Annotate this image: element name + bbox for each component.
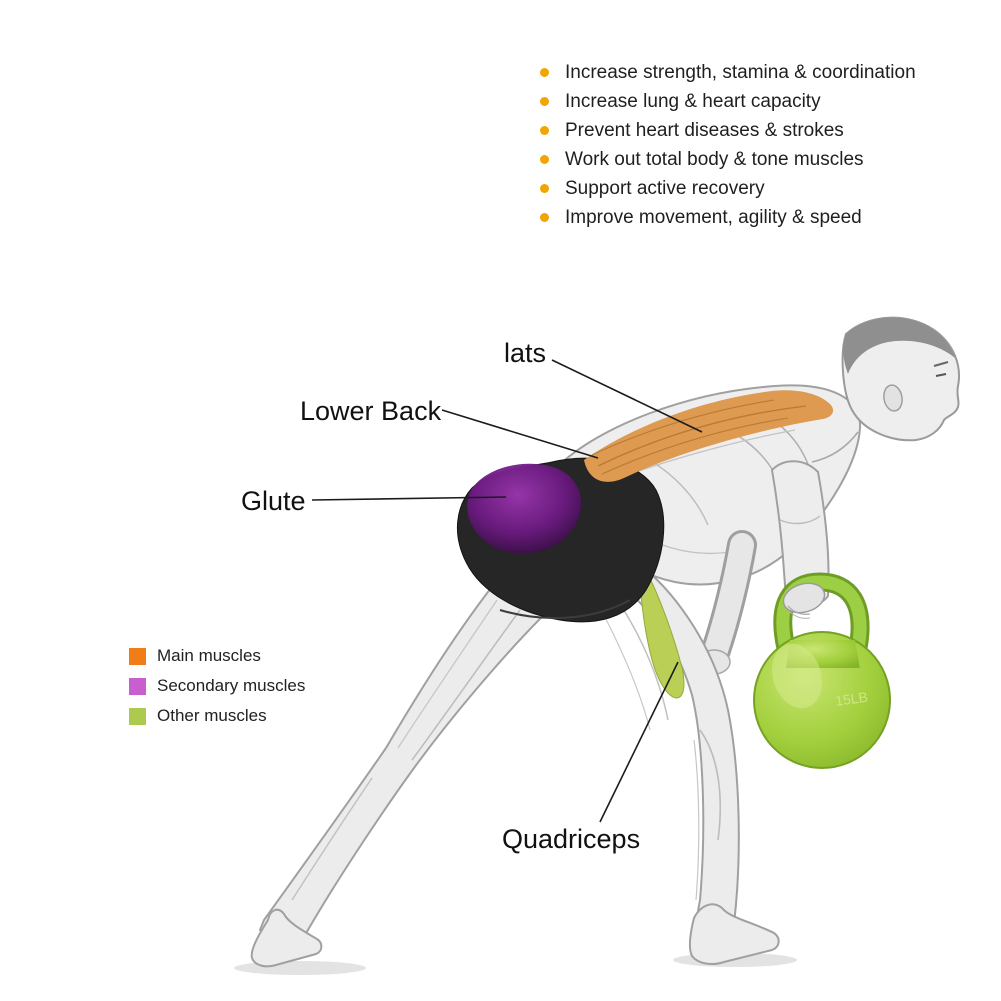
- hair: [843, 317, 955, 374]
- highlight-lats-lower-back: [584, 390, 834, 482]
- benefit-text: Prevent heart diseases & strokes: [565, 119, 844, 141]
- benefit-item: Increase lung & heart capacity: [540, 87, 916, 116]
- legend-item-other-muscles: Other muscles: [129, 701, 305, 731]
- legend-item-main-muscles: Main muscles: [129, 641, 305, 671]
- neck-line: [811, 431, 859, 463]
- legend-item-secondary-muscles: Secondary muscles: [129, 671, 305, 701]
- lats-leader-line: [551, 359, 703, 433]
- muscle-legend: Main muscles Secondary muscles Other mus…: [129, 641, 305, 731]
- benefit-text: Improve movement, agility & speed: [565, 206, 862, 228]
- legend-label: Secondary muscles: [157, 676, 306, 695]
- benefit-item: Prevent heart diseases & strokes: [540, 116, 916, 145]
- ear: [883, 384, 903, 412]
- front-leg: [590, 551, 780, 965]
- head: [811, 316, 960, 463]
- muscle-label-glute: Glute: [241, 486, 306, 516]
- legend-label: Main muscles: [157, 646, 261, 665]
- highlight-glute: [467, 463, 582, 554]
- muscle-label-lower-back: Lower Back: [300, 396, 442, 426]
- other-muscles-swatch-icon: [129, 707, 146, 725]
- benefit-item: Improve movement, agility & speed: [540, 203, 916, 232]
- kettlebell-weight-label: 15LB: [834, 689, 869, 709]
- benefit-text: Increase strength, stamina & coordinatio…: [565, 61, 916, 83]
- eyebrow: [933, 361, 949, 367]
- main-muscles-swatch-icon: [129, 647, 146, 665]
- benefits-list: Increase strength, stamina & coordinatio…: [540, 58, 916, 232]
- eye: [935, 373, 947, 377]
- near-arm: [770, 460, 830, 607]
- bullet-icon: [540, 126, 549, 135]
- gripping-hand: [782, 582, 826, 619]
- benefit-item: Work out total body & tone muscles: [540, 145, 916, 174]
- benefit-item: Support active recovery: [540, 174, 916, 203]
- benefit-text: Support active recovery: [565, 177, 765, 199]
- bullet-icon: [540, 68, 549, 77]
- back-foot: [250, 908, 323, 968]
- quadriceps-leader-line: [599, 661, 679, 823]
- kettlebell: 15LB: [753, 572, 891, 769]
- benefit-text: Work out total body & tone muscles: [565, 148, 864, 170]
- glute-leader-line: [311, 496, 507, 501]
- legend-label: Other muscles: [157, 706, 267, 725]
- bullet-icon: [540, 213, 549, 222]
- secondary-muscles-swatch-icon: [129, 677, 146, 695]
- benefit-text: Increase lung & heart capacity: [565, 90, 821, 112]
- muscle-label-quadriceps: Quadriceps: [502, 824, 641, 854]
- lower-back-leader-line: [441, 409, 599, 459]
- benefit-item: Increase strength, stamina & coordinatio…: [540, 58, 916, 87]
- bullet-icon: [540, 184, 549, 193]
- bullet-icon: [540, 155, 549, 164]
- label-leader-lines: [311, 359, 703, 823]
- muscle-label-lats: lats: [504, 338, 547, 368]
- front-foot: [688, 903, 780, 965]
- bullet-icon: [540, 97, 549, 106]
